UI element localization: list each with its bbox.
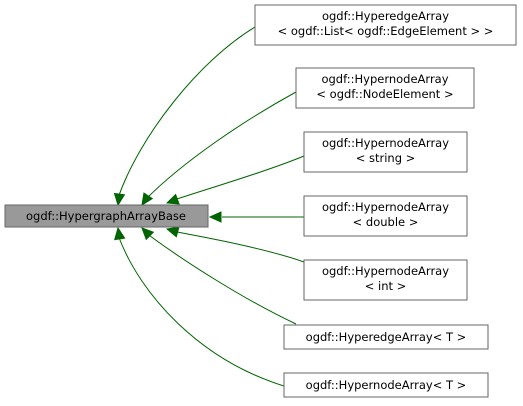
inheritance-arrowhead-1 (113, 192, 126, 207)
derived-class-label-line: ogdf::HypernodeArray (322, 264, 449, 278)
derived-class-label-line: ogdf::HyperedgeArray< T > (306, 330, 467, 344)
inheritance-edges (113, 26, 305, 387)
derived-class-label-line: ogdf::HyperedgeArray (322, 9, 449, 23)
derived-class-label-line: ogdf::HypernodeArray (322, 200, 449, 214)
inheritance-arrowhead-6 (141, 227, 155, 241)
inheritance-arrowhead-2 (141, 192, 154, 207)
derived-class-node-5[interactable]: ogdf::HypernodeArray< int > (303, 259, 468, 301)
inheritance-arrowhead-3 (165, 193, 180, 205)
derived-class-node-7[interactable]: ogdf::HypernodeArray< T > (283, 372, 489, 398)
base-class-node[interactable]: ogdf::HypergraphArrayBase (4, 204, 209, 228)
derived-class-node-1[interactable]: ogdf::HyperedgeArray< ogdf::List< ogdf::… (254, 4, 517, 46)
derived-class-box (254, 4, 517, 46)
derived-class-node-4[interactable]: ogdf::HypernodeArray< double > (303, 195, 468, 237)
inheritance-arrowhead-5 (165, 226, 180, 238)
derived-class-label-line: < ogdf::NodeElement > (316, 87, 453, 101)
inheritance-edge-3 (176, 155, 305, 200)
derived-class-label-line: ogdf::HypernodeArray (322, 136, 449, 150)
class-nodes: ogdf::HypergraphArrayBase ogdf::Hyperedg… (4, 4, 517, 398)
derived-class-node-3[interactable]: ogdf::HypernodeArray< string > (303, 131, 468, 173)
derived-class-box (295, 67, 475, 109)
inheritance-edge-1 (117, 26, 256, 199)
inheritance-arrowhead-7 (114, 226, 126, 241)
inheritance-arrowhead-4 (208, 211, 222, 223)
derived-class-label-line: < string > (356, 151, 416, 165)
derived-class-box (303, 131, 468, 173)
base-class-label: ogdf::HypergraphArrayBase (26, 209, 186, 223)
inheritance-edge-7 (117, 234, 285, 387)
derived-class-node-2[interactable]: ogdf::HypernodeArray< ogdf::NodeElement … (295, 67, 475, 109)
derived-class-label-line: < double > (353, 215, 419, 229)
derived-class-box (303, 259, 468, 301)
derived-class-box (283, 324, 489, 350)
derived-class-label-line: < int > (365, 279, 407, 293)
inheritance-edge-5 (176, 231, 305, 263)
derived-class-node-6[interactable]: ogdf::HyperedgeArray< T > (283, 324, 489, 350)
inheritance-edge-2 (145, 91, 297, 200)
derived-class-label-line: ogdf::HypernodeArray< T > (306, 378, 467, 392)
derived-class-box (303, 195, 468, 237)
derived-class-label-line: ogdf::HypernodeArray (321, 72, 448, 86)
derived-class-label-line: < ogdf::List< ogdf::EdgeElement > > (278, 24, 494, 38)
derived-class-box (283, 372, 489, 398)
inheritance-edge-6 (145, 232, 297, 325)
